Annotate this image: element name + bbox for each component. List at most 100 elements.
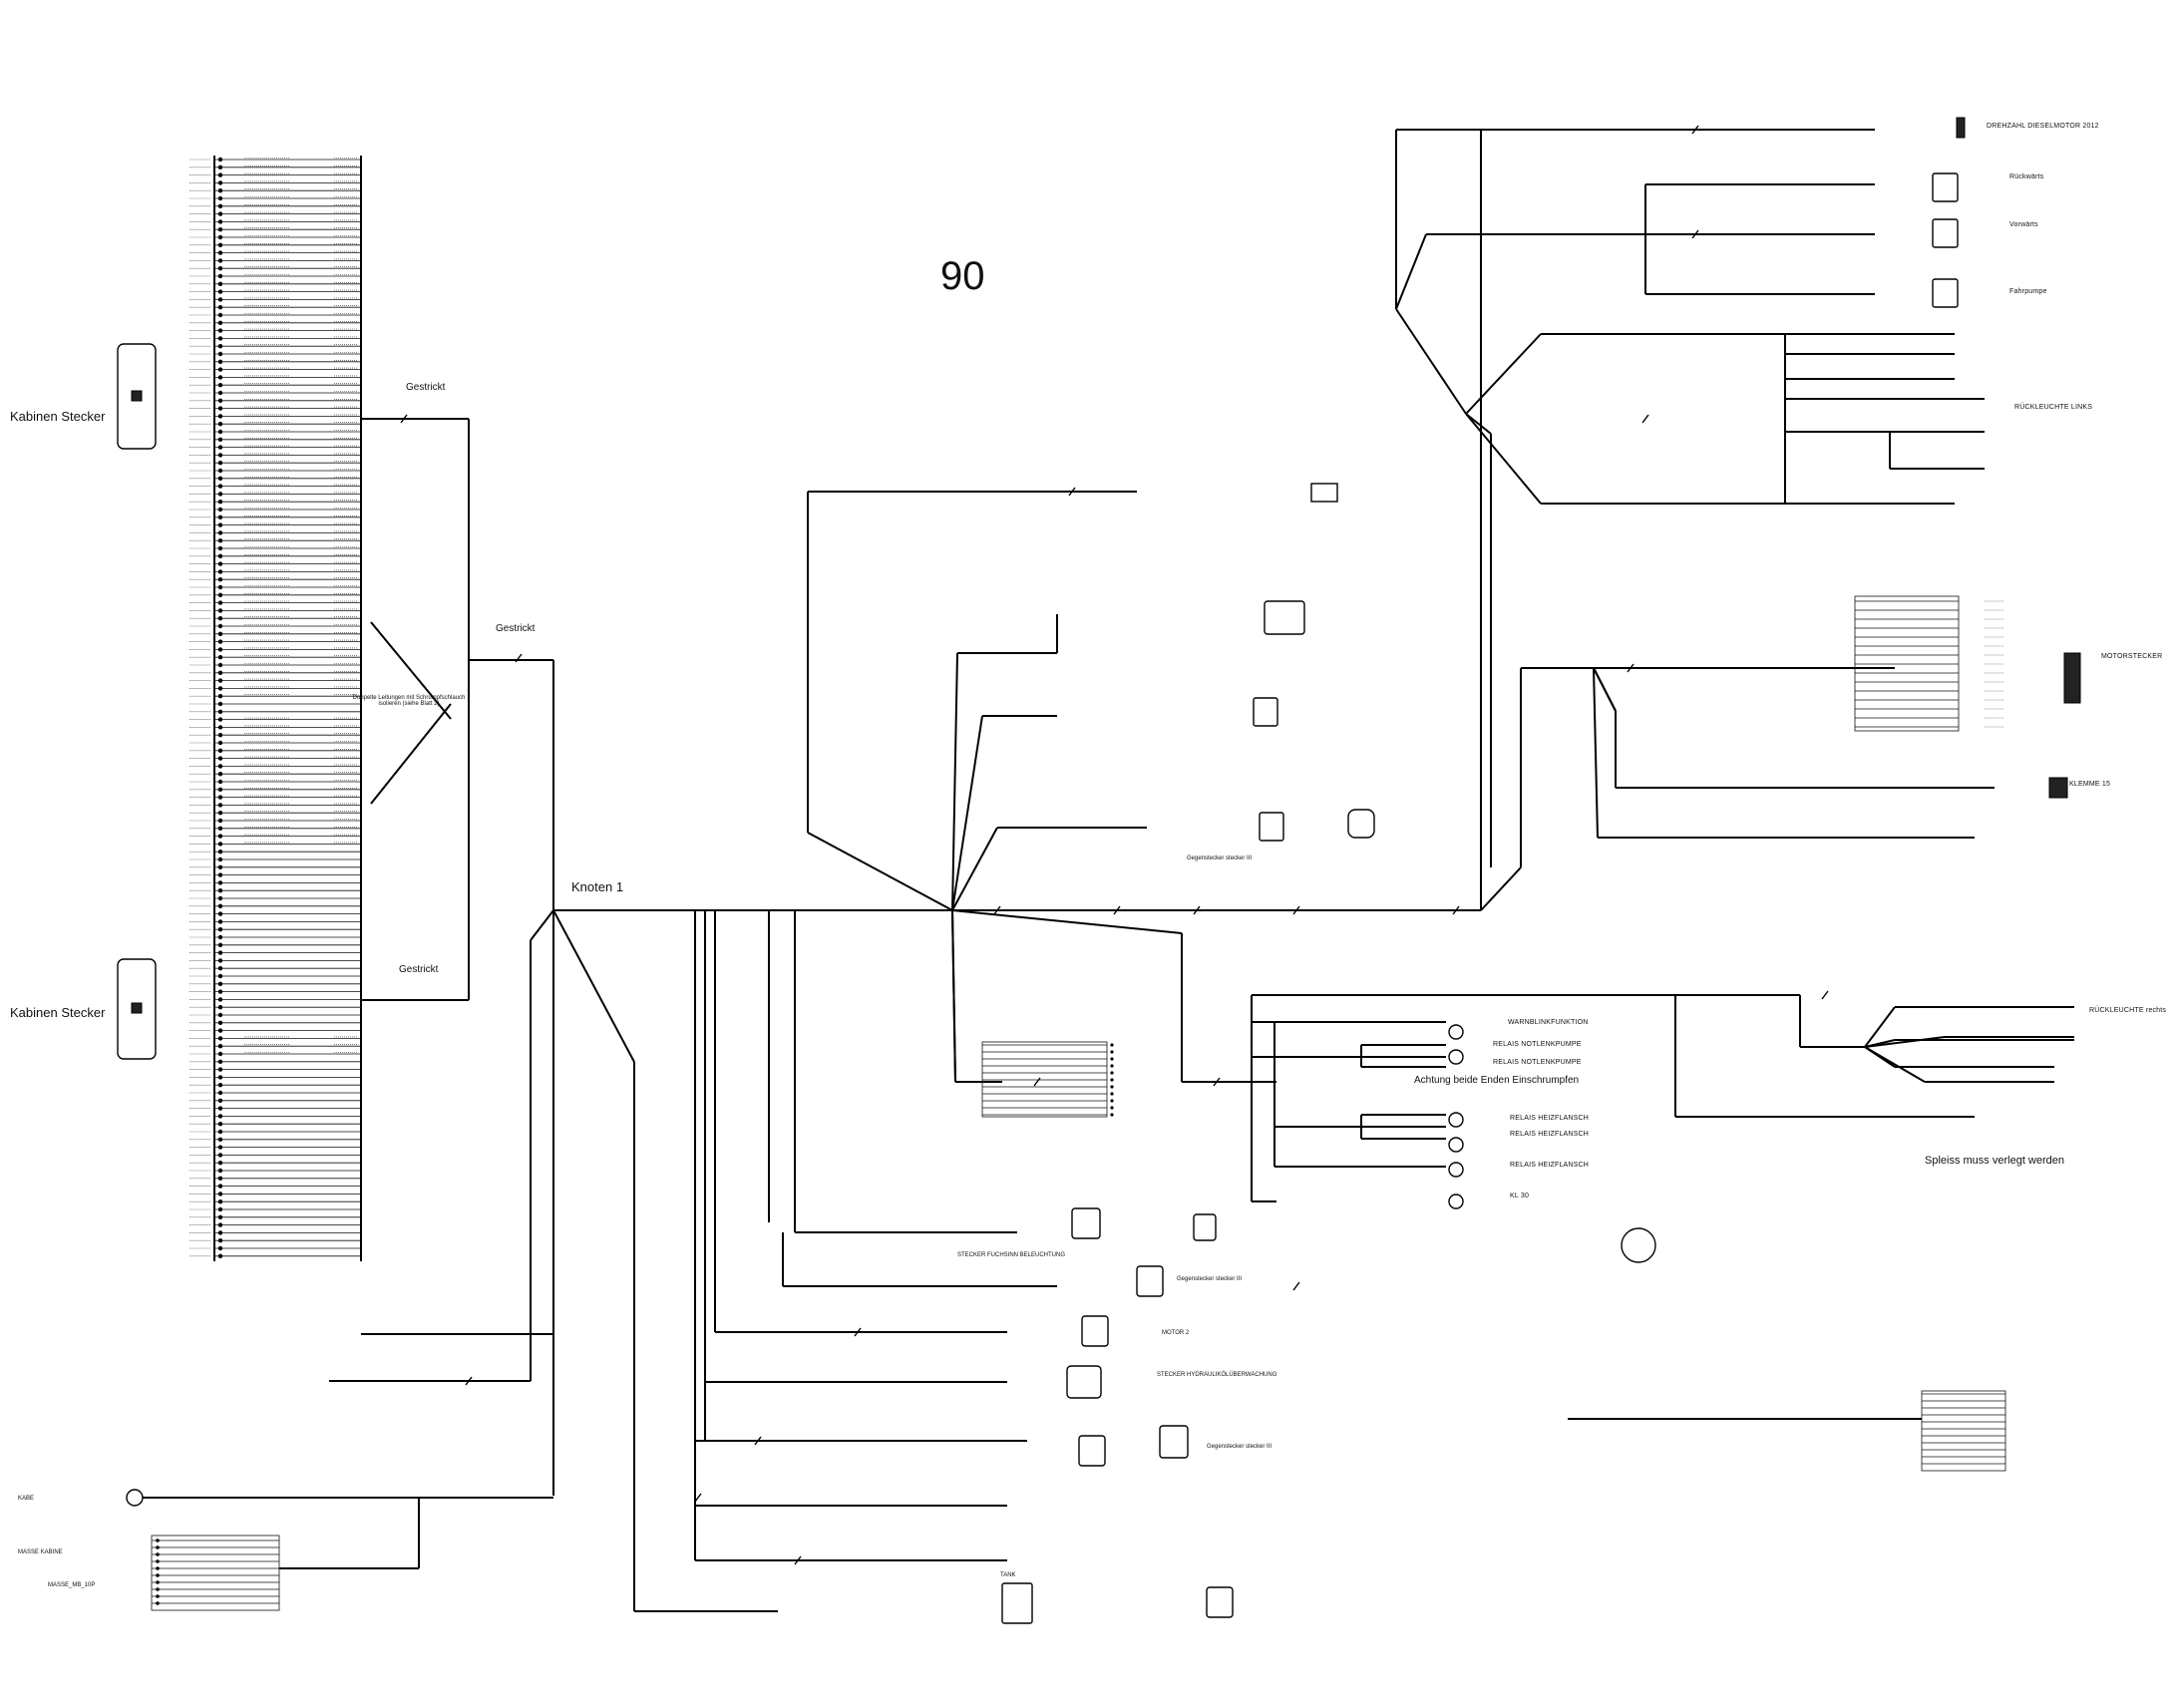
- cab-connector-block: [189, 156, 362, 1261]
- cab-wire-row: [189, 748, 361, 753]
- cab-wire-row: [189, 553, 361, 558]
- connector-icons: [126, 117, 2081, 1624]
- label-relais-heiz-3: RELAIS HEIZFLANSCH: [1510, 1162, 1590, 1169]
- label-klemme: KLEMME 15: [2069, 781, 2111, 788]
- wire-tick: [1292, 1281, 1300, 1291]
- cab-connector-icon-2: [117, 958, 157, 1060]
- cab-wire-row: [189, 312, 361, 318]
- wire-tick: [1627, 663, 1635, 673]
- wire-tick: [1113, 905, 1121, 915]
- cab-wire-row: [189, 461, 361, 466]
- ll-wire-row: [152, 1601, 279, 1605]
- cab-wire-row: [189, 258, 361, 263]
- lower-bus: [694, 910, 1057, 1561]
- label-drehzahl: DREHZAHL DIESELMOTOR 2012: [1987, 123, 2099, 130]
- cab-wire-row: [189, 989, 361, 994]
- cab-wire-row: [189, 328, 361, 333]
- cab-wire-row: [189, 1005, 361, 1010]
- label-relais-lenk-1: RELAIS NOTLENKPUMPE: [1493, 1041, 1582, 1048]
- cab-wire-row: [189, 772, 361, 777]
- label-ruecklicht-rechts: RÜCKLEUCHTE rechts: [2089, 1007, 2167, 1014]
- cl-wire-row: [982, 1113, 1114, 1117]
- wire-tick: [1691, 229, 1699, 239]
- label-masse-mb: MASSE_MB_10P: [48, 1582, 96, 1588]
- cab-wire-row: [189, 1044, 361, 1049]
- ll-wire-row: [152, 1580, 279, 1584]
- cab-wire-row: [189, 670, 361, 675]
- cab-wire-row: [189, 577, 361, 582]
- cab-wire-row: [189, 958, 361, 963]
- label-warnblink: WARNBLINKFUNKTION: [1508, 1019, 1589, 1026]
- cab-wire-row: [189, 1090, 361, 1096]
- cab-wire-row: [189, 1161, 361, 1166]
- cab-wire-row: [189, 608, 361, 613]
- cab-wire-row: [189, 305, 361, 310]
- label-relais-heiz-2: RELAIS HEIZFLANSCH: [1510, 1131, 1590, 1138]
- cab-wire-row: [189, 414, 361, 419]
- cab-wire-row: [189, 320, 361, 325]
- cab-wire-row: [189, 1036, 361, 1041]
- cab-wire-row: [189, 375, 361, 380]
- cab-wire-row: [189, 500, 361, 505]
- cab-wire-row: [189, 1067, 361, 1072]
- cab-wire-row: [189, 445, 361, 450]
- cab-wire-row: [189, 514, 361, 519]
- cab-wire-row: [189, 826, 361, 831]
- label-masse-kabine: MASSE KABINE: [18, 1549, 63, 1555]
- cab-wire-row: [189, 569, 361, 574]
- cab-wire-row: [189, 1083, 361, 1088]
- top-right-harness: [1465, 129, 1985, 505]
- cl-wire-row: [982, 1099, 1114, 1103]
- wire-tick: [993, 905, 1001, 915]
- cab-wire-row: [189, 1012, 361, 1018]
- cab-wire-row: [189, 1098, 361, 1104]
- cab-wire-row: [189, 203, 361, 208]
- node-label: Knoten 1: [571, 879, 624, 894]
- cab-wire-row: [189, 227, 361, 232]
- cab-wire-row: [189, 492, 361, 497]
- cab-wire-row: [189, 756, 361, 761]
- cab-wire-row: [189, 172, 361, 177]
- cab-wire-row: [189, 764, 361, 769]
- bottom-right-block: [1568, 1390, 2006, 1472]
- cab-wire-row: [189, 686, 361, 691]
- cab-wire-row: [189, 818, 361, 824]
- cab-wire-row: [189, 903, 361, 908]
- central-upper-branches: [807, 129, 1995, 1083]
- cab-wire-row: [189, 950, 361, 955]
- cab-wire-row: [189, 219, 361, 224]
- label-kabel: KABE: [18, 1496, 35, 1502]
- cab-wire-row: [189, 297, 361, 302]
- label-motorstecker: MOTORSTECKER: [2101, 653, 2163, 660]
- label-rueckwarts: Rückwärts: [2009, 173, 2044, 180]
- label-gegenstecker-2: Gegenstecker stecker III: [1177, 1276, 1243, 1282]
- cab-wire-row: [189, 1222, 361, 1227]
- cab-wire-row: [189, 1122, 361, 1127]
- cab-wire-row: [189, 266, 361, 271]
- cab-wire-row: [189, 973, 361, 979]
- cab-wire-row: [189, 888, 361, 893]
- cl-wire-row: [982, 1106, 1114, 1110]
- cab-wire-row: [189, 584, 361, 590]
- cl-wire-row: [982, 1043, 1114, 1047]
- lower-right-branch: [1251, 994, 2074, 1202]
- cab-wire-row: [189, 842, 361, 847]
- cab-wire-row: [189, 367, 361, 372]
- cab-wire-row: [189, 647, 361, 652]
- cab-wire-row: [189, 1245, 361, 1251]
- label-stecker-fuchs: STECKER FUCHSINN BELEUCHTUNG: [957, 1252, 1066, 1258]
- cab-wire-row: [189, 872, 361, 877]
- cab-wire-row: [189, 1184, 361, 1189]
- cab-wire-row: [189, 623, 361, 629]
- relay-branch: [1273, 1022, 1446, 1168]
- ll-wire-row: [152, 1587, 279, 1591]
- wire-tick: [1193, 905, 1201, 915]
- ll-wire-row: [152, 1552, 279, 1556]
- wire-tick: [515, 653, 523, 663]
- cab-wire-row: [189, 188, 361, 193]
- cab-wire-row: [189, 709, 361, 714]
- cab-wire-row: [189, 453, 361, 458]
- label-ruecklicht-links: RÜCKLEUCHTE LINKS: [2014, 404, 2093, 411]
- cab-wire-row: [189, 694, 361, 699]
